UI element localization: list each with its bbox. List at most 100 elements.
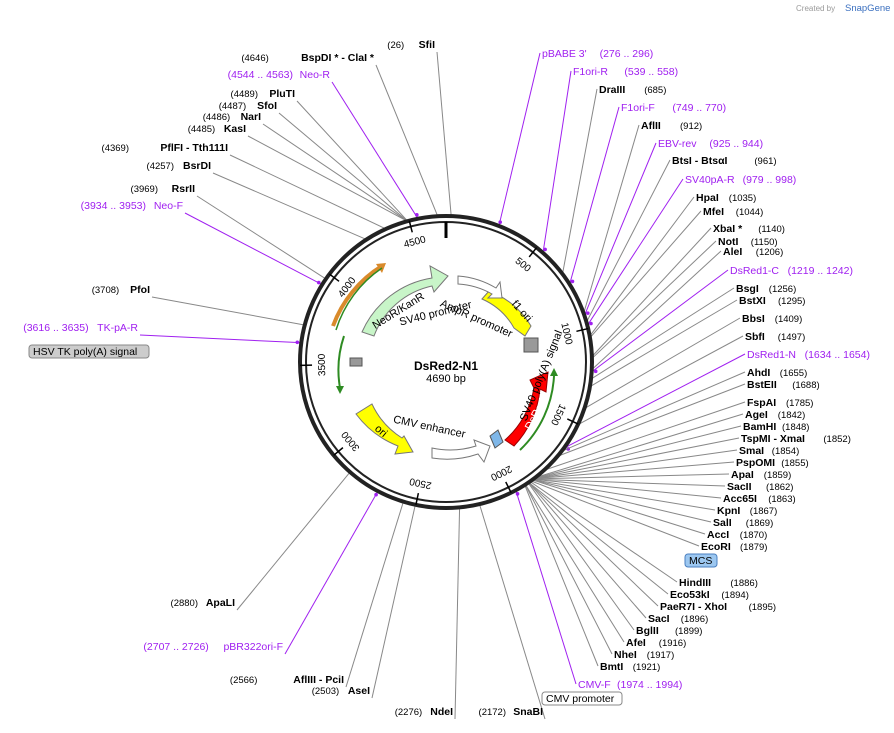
primer-label-right-3[interactable]: (749 .. 770)F1ori-F [621, 102, 726, 114]
site-label-right-15[interactable]: (1295)BstXI [739, 295, 805, 307]
site-label-right-28[interactable]: (1862)SacII [727, 481, 793, 493]
primer-label-left-10[interactable]: (3934 .. 3953)Neo-F [81, 200, 183, 212]
primer-label-right-7[interactable]: (979 .. 998)SV40pA-R [685, 174, 796, 186]
site-label-right-27[interactable]: (1859)ApaI [731, 469, 791, 481]
primer-label-right-5[interactable]: (925 .. 944)EBV-rev [658, 138, 763, 150]
site-label-left-16[interactable]: (2503)AseI [312, 685, 370, 697]
label-position: (2566) [230, 675, 257, 686]
label-name: AccI [707, 529, 729, 541]
site-label-right-35[interactable]: (1894)Eco53kI [670, 589, 749, 601]
site-label-right-14[interactable]: (1256)BsgI [736, 283, 796, 295]
site-label-right-4[interactable]: (912)AflII [641, 120, 702, 132]
plasmid-name: DsRed2-N1 [414, 359, 478, 373]
ori-feature[interactable] [355, 403, 414, 455]
site-leader-22-right [537, 413, 744, 478]
cmv-promoter-box[interactable]: CMV promoter [541, 691, 623, 706]
site-label-right-40[interactable]: (1917)NheI [614, 649, 674, 661]
site-label-right-31[interactable]: (1869)SalI [713, 517, 773, 529]
site-label-left-18[interactable]: (2172)SnaBI [479, 706, 544, 718]
primer-label-left-2[interactable]: (4544 .. 4563)Neo-R [228, 69, 331, 81]
site-label-right-29[interactable]: (1863)Acc65I [723, 493, 796, 505]
primer-label-left-12[interactable]: (3616 .. 3635)TK-pA-R [23, 322, 138, 334]
label-position: (1862) [766, 482, 793, 493]
site-label-left-3[interactable]: (4489)PluTI [231, 88, 296, 100]
site-label-right-34[interactable]: (1886)HindIII [679, 577, 758, 589]
primer-label-right-42[interactable]: (1974 .. 1994)CMV-F [578, 679, 682, 691]
label-name: BglII [636, 625, 659, 637]
site-leader-41-right [524, 485, 599, 667]
site-label-left-15[interactable]: (2566) AflIII - PciI [230, 674, 344, 686]
site-label-right-19[interactable]: (1655)AhdI [747, 367, 807, 379]
label-position: (2707 .. 2726) [143, 641, 208, 653]
label-name: NotI [718, 236, 738, 248]
label-name: PfoI [130, 284, 150, 296]
f1-ori-feature[interactable] [481, 290, 532, 337]
site-label-right-38[interactable]: (1899)BglII [636, 625, 702, 637]
primer-label-right-0[interactable]: (276 .. 296)pBABE 3' [542, 48, 653, 60]
primer-label-right-1[interactable]: (539 .. 558)F1ori-R [573, 66, 678, 78]
site-label-right-17[interactable]: (1497)SbfI [745, 331, 805, 343]
site-label-right-36[interactable]: (1895)PaeR7I - XhoI [660, 601, 776, 613]
site-label-left-1[interactable]: (4646)BspDI * - ClaI * [241, 52, 375, 64]
site-label-left-0[interactable]: (26)SfiI [387, 39, 435, 51]
label-name: SfiI [419, 39, 435, 51]
site-label-right-10[interactable]: (1140)XbaI * [713, 223, 785, 235]
site-label-left-5[interactable]: (4486)NarI [203, 111, 261, 123]
mcs-box[interactable]: MCS [684, 553, 718, 568]
tick-4500 [408, 220, 413, 233]
site-label-right-20[interactable]: (1688)BstEII [747, 379, 820, 391]
cmv-promoter-feature[interactable] [431, 439, 491, 464]
label-name: PaeR7I - XhoI [660, 601, 727, 613]
site-label-left-13[interactable]: (2880)ApaLI [171, 597, 236, 609]
site-label-left-7[interactable]: (4369)PflFI - Tth111I [102, 142, 229, 154]
site-label-left-6[interactable]: (4485)KasI [188, 123, 246, 135]
label-position: (925 .. 944) [709, 138, 763, 150]
site-label-right-39[interactable]: (1916)AfeI [626, 637, 686, 649]
hsv-tk-polya-box[interactable]: HSV TK poly(A) signal [28, 344, 150, 359]
site-label-left-8[interactable]: (4257)BsrDI [147, 160, 212, 172]
site-label-right-21[interactable]: (1785)FspAI [747, 397, 813, 409]
site-label-right-26[interactable]: (1855)PspOMI [736, 457, 809, 469]
site-label-right-9[interactable]: (1044)MfeI [703, 206, 763, 218]
site-label-right-12[interactable]: (1206)AleI [723, 246, 783, 258]
site-label-right-8[interactable]: (1035)HpaI [696, 192, 756, 204]
site-label-right-6[interactable]: (961)BtsI - BtsαI [672, 155, 777, 167]
label-name: TspMI - XmaI [741, 433, 805, 445]
site-label-right-41[interactable]: (1921)BmtI [600, 661, 660, 673]
site-label-left-9[interactable]: (3969)RsrII [131, 183, 196, 195]
label-name: SV40pA-R [685, 174, 735, 186]
green-arrow-left [337, 335, 345, 389]
site-label-left-4[interactable]: (4487)SfoI [219, 100, 277, 112]
dsred2-feature[interactable] [504, 371, 549, 447]
site-label-right-2[interactable]: (685)DraIII [599, 84, 666, 96]
site-label-right-33[interactable]: (1879)EcoRI [701, 541, 767, 553]
site-label-right-25[interactable]: (1854)SmaI [739, 445, 799, 457]
site-label-left-11[interactable]: (3708)PfoI [92, 284, 150, 296]
site-label-right-11[interactable]: (1150)NotI [718, 236, 778, 248]
site-label-right-37[interactable]: (1896)SacI [648, 613, 708, 625]
primer-mark-right-42 [515, 492, 520, 496]
primer-mark-right-0 [498, 220, 503, 224]
label-name: Neo-R [300, 69, 331, 81]
site-label-right-32[interactable]: (1870)AccI [707, 529, 767, 541]
site-label-right-23[interactable]: (1848)BamHI [743, 421, 809, 433]
neo-kan-feature[interactable] [361, 265, 449, 337]
primer-label-right-18[interactable]: (1634 .. 1654)DsRed1-N [747, 349, 870, 361]
site-label-left-17[interactable]: (2276)NdeI [395, 706, 453, 718]
primer-label-right-13[interactable]: (1219 .. 1242)DsRed1-C [730, 265, 853, 277]
label-name: PluTI [269, 88, 295, 100]
label-position: (1634 .. 1654) [805, 349, 870, 361]
site-leader-15-left [345, 502, 404, 688]
primer-label-left-14[interactable]: (2707 .. 2726)pBR322ori-F [143, 641, 283, 653]
site-label-right-30[interactable]: (1867)KpnI [717, 505, 777, 517]
label-name: AflIII - PciI [293, 674, 344, 686]
tick-1500 [566, 418, 579, 425]
sv40-promoter-feature[interactable] [457, 275, 503, 299]
site-label-right-24[interactable]: (1852)TspMI - XmaI [741, 433, 851, 445]
site-label-right-22[interactable]: (1842)AgeI [745, 409, 805, 421]
primer-leader-0-right [498, 52, 541, 226]
sv40-polya-feature[interactable] [489, 429, 504, 449]
label-position: (1855) [781, 458, 808, 469]
site-leader-33-right [531, 480, 700, 547]
site-label-right-16[interactable]: (1409)BbsI [742, 313, 802, 325]
